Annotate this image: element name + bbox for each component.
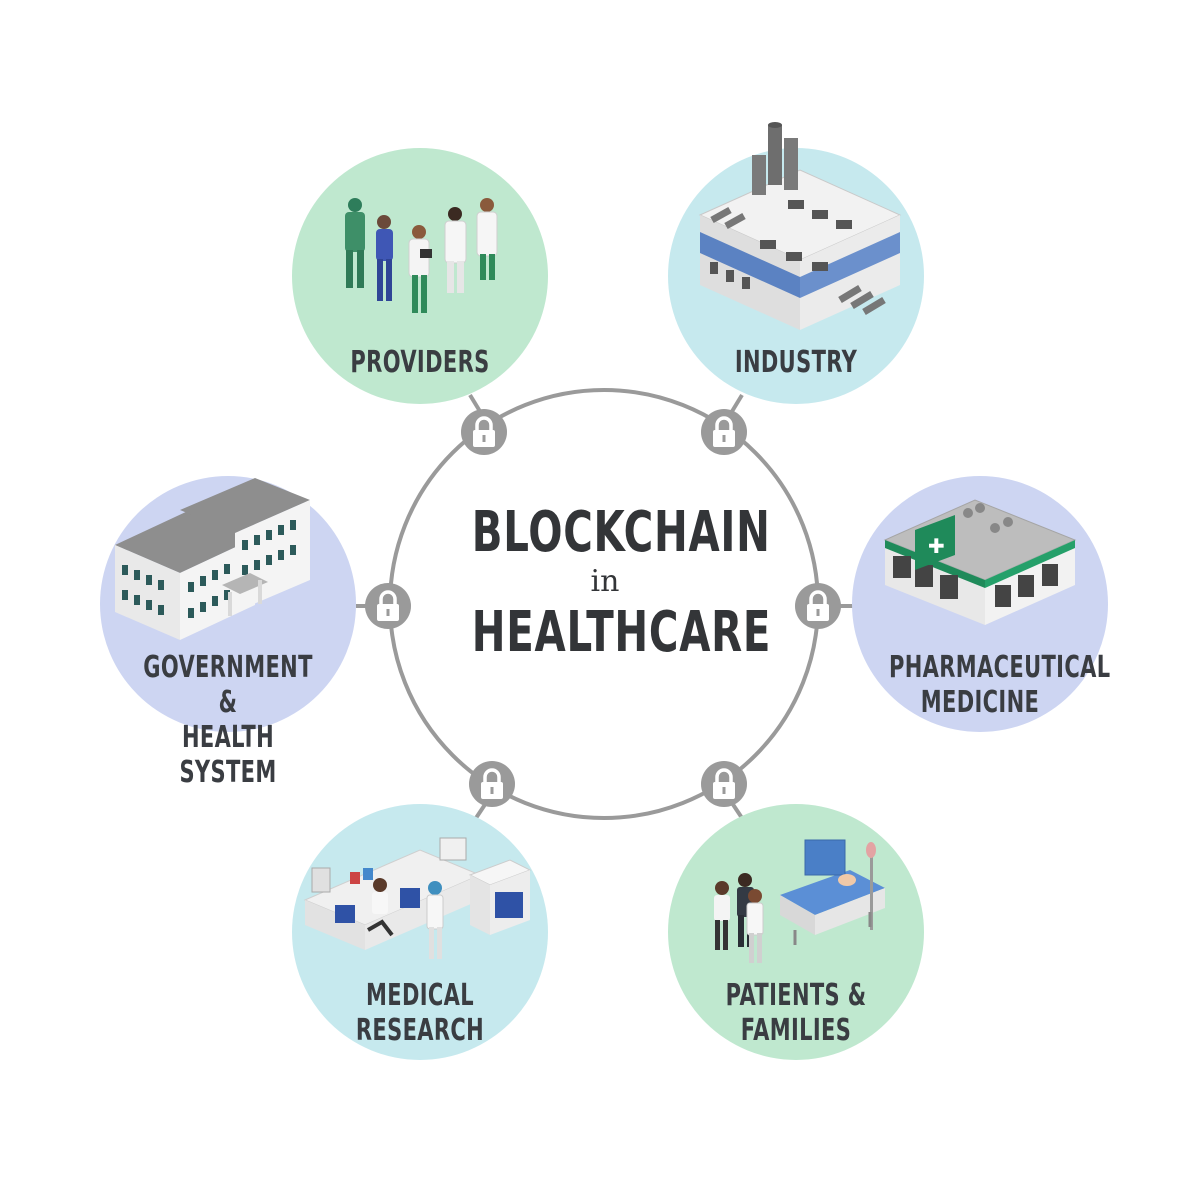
medical-staff-illustration [345,198,498,313]
padlock-icon-shackle [809,590,827,605]
node-label-industry: INDUSTRY [734,345,858,380]
padlock-icon-shackle [715,416,733,431]
lock-group [365,409,841,807]
node-label-government: GOVERNMENT & HEALTH SYSTEM [143,650,313,790]
node-label-patients: PATIENTS & FAMILIES [725,978,867,1048]
padlock-icon-keyhole [722,435,726,442]
lock-pharma [795,583,841,629]
lock-patients [701,761,747,807]
padlock-icon-keyhole [386,609,390,616]
factory-illustration [698,122,902,330]
node-label-providers: PROVIDERS [350,345,490,380]
pharmacy-building-illustration: ✚ [883,499,1077,625]
laboratory-illustration [303,837,532,959]
node-label-pharma: PHARMACEUTICAL MEDICINE [889,650,1111,720]
padlock-icon-shackle [483,768,501,783]
padlock-icon-keyhole [482,435,486,442]
lock-providers [461,409,507,455]
padlock-icon-keyhole [722,787,726,794]
title-line-blockchain: BLOCKCHAIN [471,500,771,565]
lock-government [365,583,411,629]
node-circle-research [292,804,548,1060]
title-line-in: in [590,564,620,599]
padlock-icon-shackle [715,768,733,783]
diagram-title: BLOCKCHAIN in HEALTHCARE [420,505,790,661]
lock-industry [701,409,747,455]
title-line-healthcare: HEALTHCARE [471,600,772,665]
padlock-icon-shackle [475,416,493,431]
lock-research [469,761,515,807]
padlock-icon-shackle [379,590,397,605]
government-building-illustration [115,478,310,640]
svg-text:✚: ✚ [928,534,945,558]
hospital-bed-illustration [714,839,885,963]
padlock-icon-keyhole [816,609,820,616]
node-label-research: MEDICAL RESEARCH [355,978,485,1048]
padlock-icon-keyhole [490,787,494,794]
